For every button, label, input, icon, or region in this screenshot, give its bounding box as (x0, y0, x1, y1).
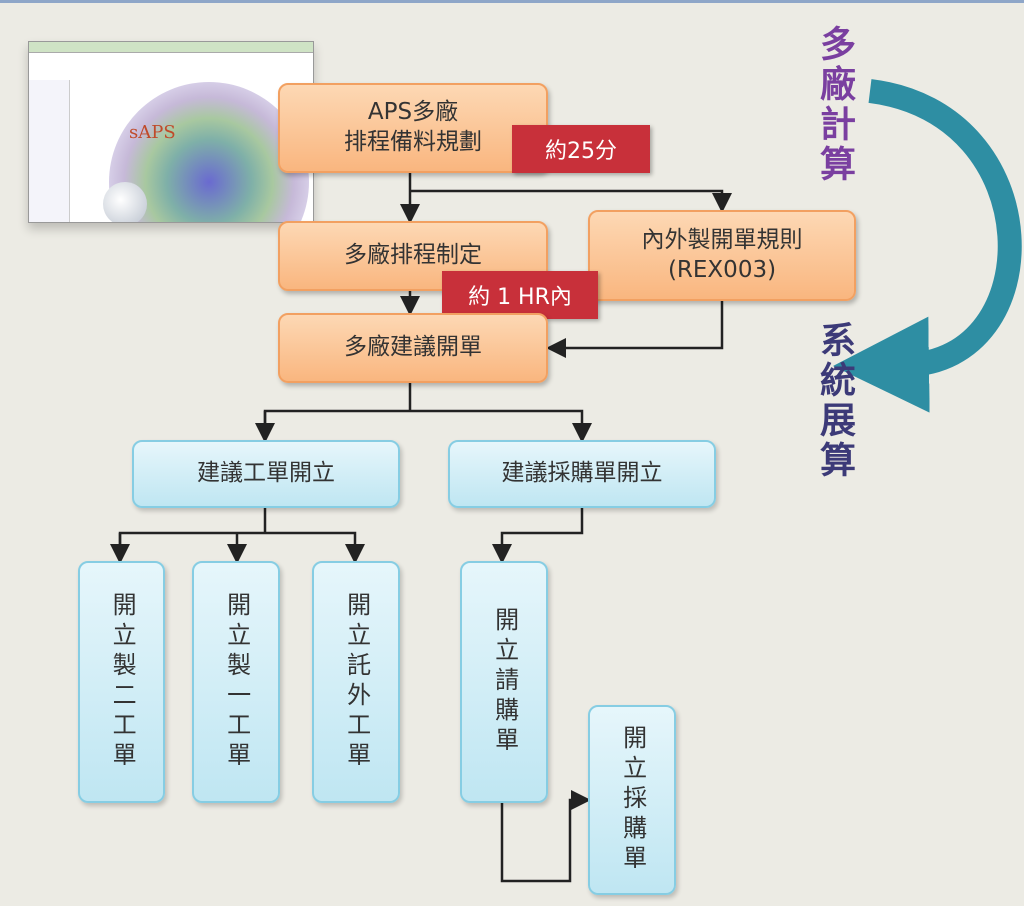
node-requisition: 開立請購單 (460, 561, 548, 803)
node-outsource: 開立託外工單 (312, 561, 400, 803)
node-aps-planning: APS多廠 排程備料規劃 (278, 83, 548, 173)
node-mfg2: 開立製二工單 (78, 561, 165, 803)
node-purchase: 開立採購單 (588, 705, 676, 895)
node-rule-rex003: 內外製開單規則 (REX003) (588, 210, 856, 301)
node-work-order: 建議工單開立 (132, 440, 400, 508)
node-suggest-order: 多廠建議開單 (278, 313, 548, 383)
saps-logo: sAPS (129, 122, 176, 143)
saps-screenshot-thumbnail: sAPS (28, 41, 314, 223)
connector-arrows (110, 79, 1022, 883)
curved-arrow-icon (833, 79, 1022, 413)
side-label-multi-plant: 多廠計算 (814, 25, 855, 185)
node-purchase-order: 建議採購單開立 (448, 440, 716, 508)
time-badge-25min: 約25分 (512, 125, 650, 173)
node-mfg1: 開立製一工單 (192, 561, 280, 803)
side-label-system: 系統展算 (814, 321, 855, 481)
time-badge-1hr: 約 1 HR內 (442, 271, 598, 319)
